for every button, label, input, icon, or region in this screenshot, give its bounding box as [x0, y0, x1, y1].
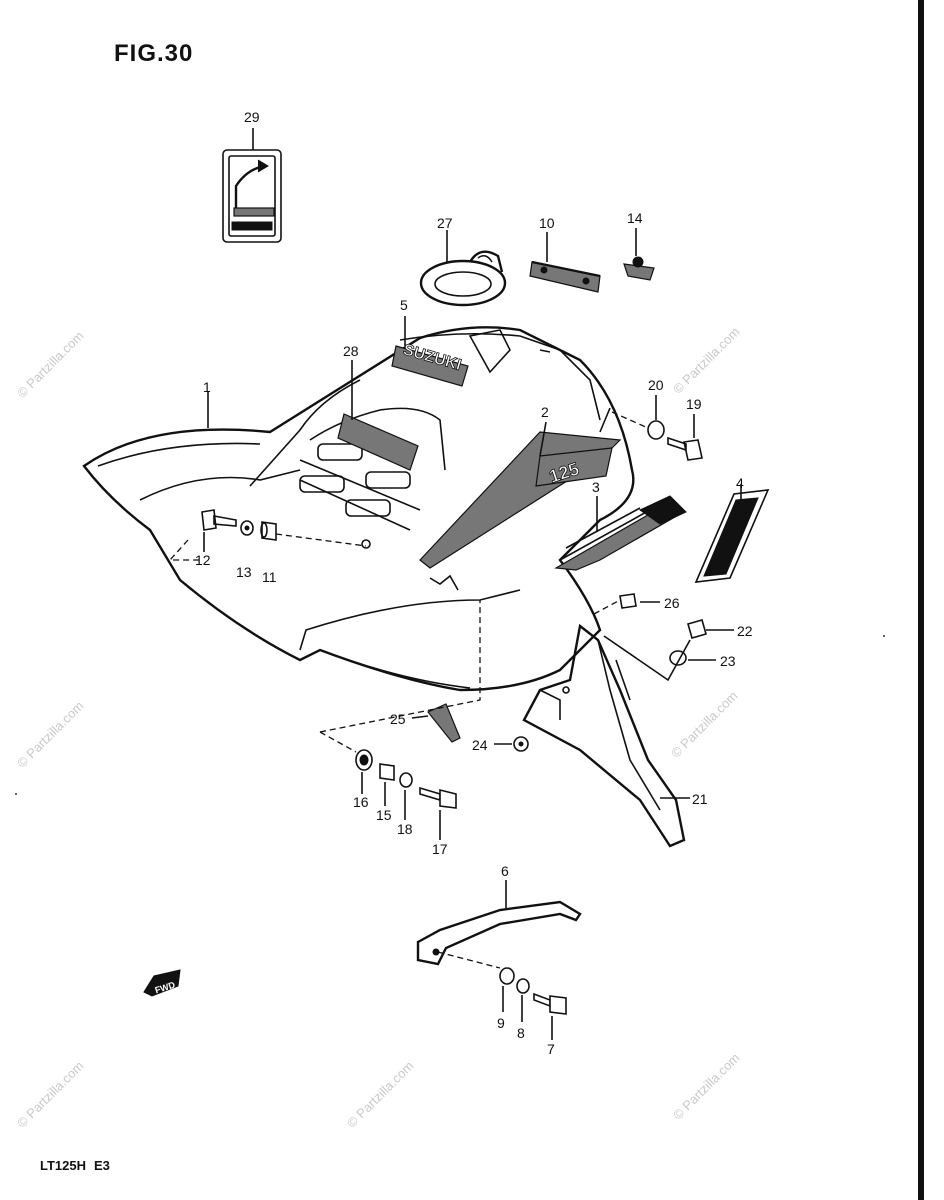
- leader-2: [539, 421, 547, 457]
- assembly-line-25: [319, 600, 481, 733]
- seat-decal-part-28[interactable]: [337, 413, 419, 471]
- bolt-part-17[interactable]: [419, 786, 457, 809]
- callout-29[interactable]: 29: [244, 109, 260, 125]
- callout-1[interactable]: 1: [203, 379, 211, 395]
- callout-12[interactable]: 12: [195, 552, 211, 568]
- collar-part-15[interactable]: [379, 763, 395, 781]
- callout-9[interactable]: 9: [497, 1015, 505, 1031]
- callout-25[interactable]: 25: [390, 711, 406, 727]
- rear-side-decal-part-3[interactable]: [554, 495, 687, 571]
- callout-20[interactable]: 20: [648, 377, 664, 393]
- callout-3[interactable]: 3: [592, 479, 600, 495]
- bolt-part-19[interactable]: [667, 436, 703, 461]
- warning-label-part-29[interactable]: [222, 149, 282, 243]
- leader-25: [411, 715, 429, 719]
- model-code: LT125H E3: [40, 1158, 118, 1173]
- callout-15[interactable]: 15: [376, 807, 392, 823]
- bolt-part-12[interactable]: [201, 509, 237, 531]
- collar-part-11[interactable]: [260, 521, 277, 541]
- washer-part-18[interactable]: [399, 772, 413, 788]
- washer-part-20[interactable]: [647, 420, 665, 440]
- callout-11[interactable]: 11: [262, 569, 277, 585]
- clip-part-25[interactable]: [427, 703, 461, 743]
- callout-21[interactable]: 21: [692, 791, 708, 807]
- suzuki-decal-part-5[interactable]: [391, 345, 469, 387]
- callout-26[interactable]: 26: [664, 595, 680, 611]
- rear-fender-part-1[interactable]: [82, 326, 635, 692]
- artifact-dot: [15, 793, 17, 795]
- side-stripe-decal-part-2[interactable]: [535, 447, 613, 487]
- assembly-line-22-23: [603, 635, 691, 682]
- callout-2[interactable]: 2: [541, 404, 549, 420]
- scan-edge: [918, 0, 924, 1200]
- nut-part-24[interactable]: [513, 736, 529, 752]
- assembly-line-6: [437, 951, 501, 969]
- callout-27[interactable]: 27: [437, 215, 453, 231]
- clip-nut-part-14[interactable]: [623, 256, 655, 281]
- callout-4[interactable]: 4: [736, 475, 744, 491]
- assembly-line-26: [593, 599, 621, 615]
- callout-5[interactable]: 5: [400, 297, 408, 313]
- mud-flap-part-21[interactable]: [522, 623, 686, 848]
- callout-8[interactable]: 8: [517, 1025, 525, 1041]
- fwd-arrow-icon: [143, 969, 181, 997]
- figure-title: FIG.30: [114, 40, 194, 67]
- callout-22[interactable]: 22: [737, 623, 753, 639]
- model-code-text: LT125H: [40, 1158, 86, 1173]
- model-region-text: E3: [94, 1158, 110, 1173]
- washer-part-9[interactable]: [499, 967, 515, 985]
- callout-14[interactable]: 14: [627, 210, 643, 226]
- callout-23[interactable]: 23: [720, 653, 736, 669]
- callout-16[interactable]: 16: [353, 794, 369, 810]
- bolt-part-7[interactable]: [533, 992, 567, 1015]
- callout-10[interactable]: 10: [539, 215, 555, 231]
- callout-19[interactable]: 19: [686, 396, 702, 412]
- plate-part-10[interactable]: [529, 260, 601, 293]
- callout-24[interactable]: 24: [472, 737, 488, 753]
- callout-28[interactable]: 28: [343, 343, 359, 359]
- assembly-line-19: [611, 411, 649, 429]
- washer-part-13[interactable]: [240, 520, 254, 536]
- washer-part-8[interactable]: [516, 978, 530, 994]
- bracket-part-6[interactable]: [416, 900, 582, 966]
- callout-13[interactable]: 13: [236, 564, 252, 580]
- screw-part-26[interactable]: [619, 593, 637, 609]
- artifact-dot: [883, 635, 885, 637]
- bolt-part-22[interactable]: [687, 619, 707, 639]
- callout-7[interactable]: 7: [547, 1041, 555, 1057]
- cap-cover-part-27[interactable]: [419, 250, 507, 307]
- grommet-part-16[interactable]: [355, 749, 373, 771]
- callout-18[interactable]: 18: [397, 821, 413, 837]
- assembly-line-16: [319, 731, 357, 753]
- callout-17[interactable]: 17: [432, 841, 448, 857]
- callout-6[interactable]: 6: [501, 863, 509, 879]
- assembly-line-11: [275, 533, 367, 547]
- badge-decal-part-4[interactable]: [694, 489, 770, 583]
